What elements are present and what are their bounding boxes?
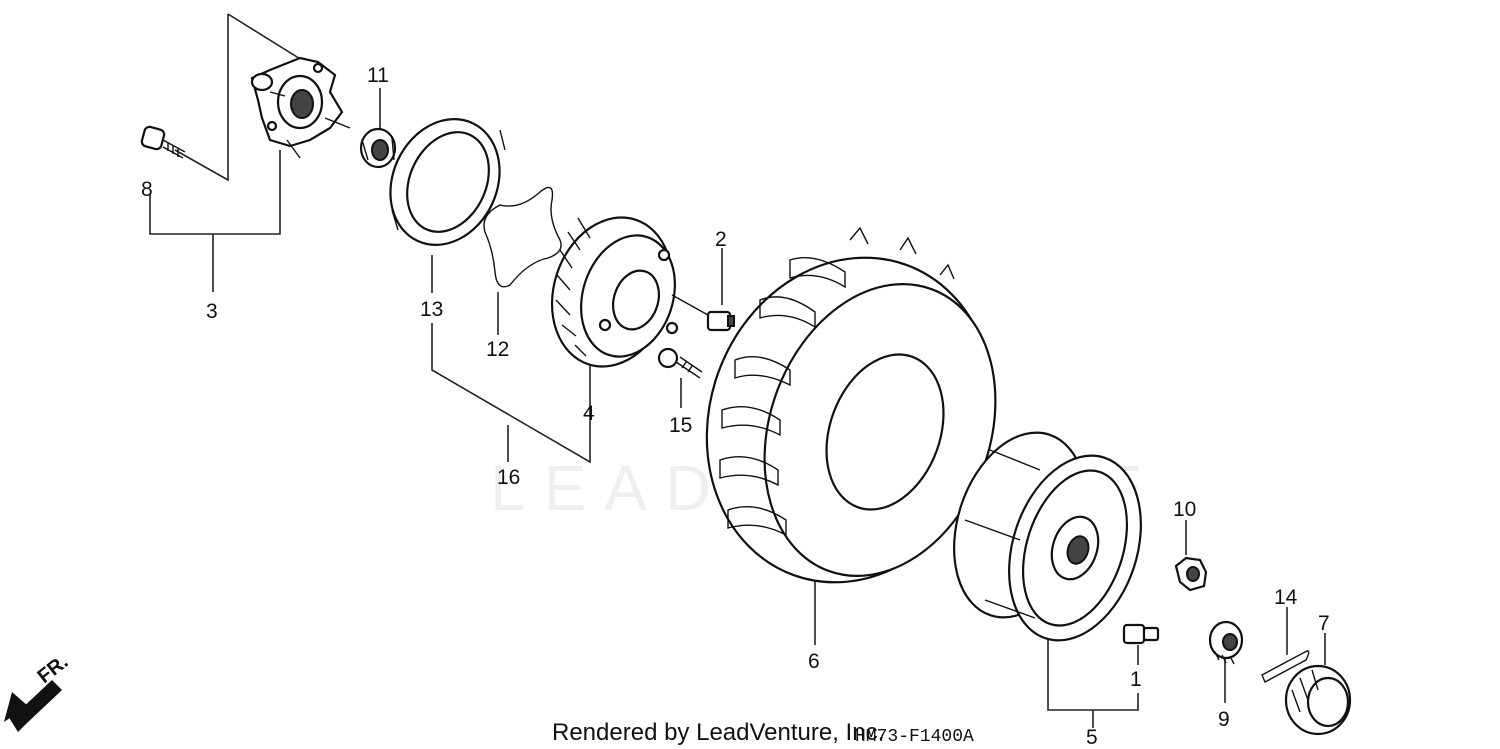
part-4-brake-drum[interactable] (533, 202, 690, 382)
part-10-nut[interactable] (1174, 556, 1208, 592)
callout-10[interactable]: 10 (1173, 498, 1196, 521)
callout-14[interactable]: 14 (1274, 586, 1298, 609)
leader-lines (149, 13, 1326, 728)
callout-2[interactable]: 2 (715, 228, 727, 251)
callout-1[interactable]: 1 (1130, 668, 1142, 691)
part-6-tire[interactable] (662, 217, 1038, 623)
diagram-code: HM73-F1400A (855, 727, 974, 747)
part-11-bearing[interactable] (359, 127, 397, 169)
callout-8[interactable]: 8 (141, 178, 153, 201)
part-15-flange-bolt[interactable] (657, 347, 703, 379)
callout-15[interactable]: 15 (669, 414, 692, 437)
part-5-rim[interactable] (932, 415, 1164, 657)
callout-11[interactable]: 11 (367, 64, 389, 87)
callout-9[interactable]: 9 (1218, 708, 1230, 731)
part-8-bolt[interactable] (140, 125, 186, 159)
part-1-valve[interactable] (1122, 623, 1160, 645)
direction-label: FR. (34, 651, 73, 688)
part-2-fitting[interactable] (671, 294, 735, 332)
part-7-hub-cap[interactable] (1284, 664, 1352, 736)
part-9-castle-nut[interactable] (1208, 620, 1244, 665)
part-12-o-ring[interactable] (483, 186, 562, 288)
callout-6[interactable]: 6 (808, 650, 820, 673)
callout-12[interactable]: 12 (486, 338, 509, 361)
part-3-hub[interactable] (250, 56, 351, 159)
callout-13[interactable]: 13 (420, 298, 443, 321)
callout-7[interactable]: 7 (1318, 612, 1330, 635)
callout-4[interactable]: 4 (583, 402, 595, 425)
front-arrow-icon (4, 680, 62, 732)
render-credit: Rendered by LeadVenture, Inc. (552, 719, 884, 746)
part-13-drum-ring[interactable] (370, 101, 519, 263)
callout-3[interactable]: 3 (206, 300, 218, 323)
part-14-cotter-pin[interactable] (1261, 650, 1310, 683)
callout-16[interactable]: 16 (497, 466, 520, 489)
callout-5[interactable]: 5 (1086, 726, 1098, 749)
